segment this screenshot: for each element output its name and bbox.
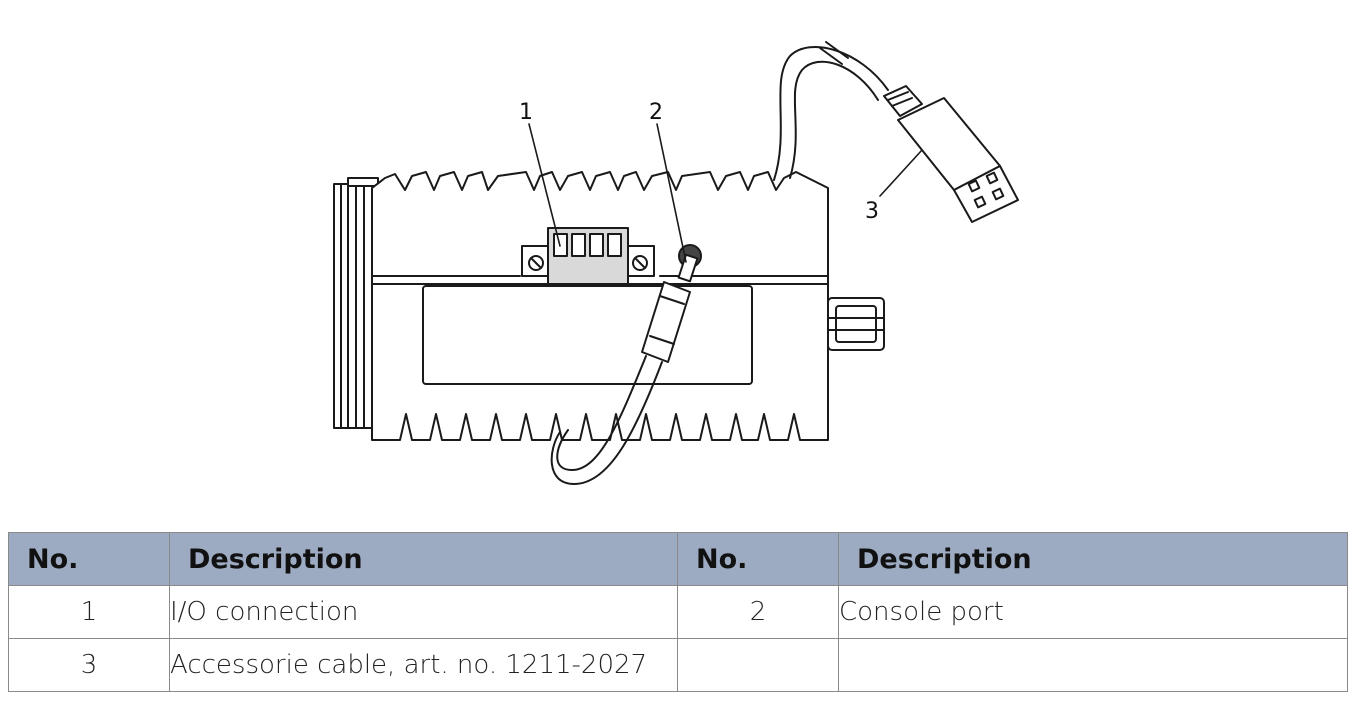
- item-number: [677, 638, 839, 692]
- leader-line-3: [879, 149, 923, 197]
- item-description: [838, 638, 1348, 692]
- item-description: Console port: [838, 585, 1348, 639]
- callout-1: 1: [519, 100, 533, 125]
- leader-line-2: [656, 123, 687, 263]
- item-number: 2: [677, 585, 839, 639]
- leader-line-1: [528, 123, 561, 247]
- callout-2: 2: [649, 100, 663, 125]
- callout-3: 3: [865, 199, 879, 224]
- header-no: No.: [8, 532, 170, 586]
- item-description: Accessorie cable, art. no. 1211-2027: [169, 638, 678, 692]
- left-side-plate: [333, 177, 379, 429]
- table-row: 1 I/O connection 2 Console port: [8, 585, 1348, 639]
- table-header-row: No. Description No. Description: [8, 532, 1348, 586]
- device-connection-diagram: 1 2 3: [333, 41, 1019, 485]
- usb-accessory-cable: [773, 41, 1019, 223]
- header-description: Description: [169, 532, 678, 586]
- device-housing: [371, 171, 829, 441]
- item-number: 1: [8, 585, 170, 639]
- console-cable: [550, 355, 663, 485]
- item-description: I/O connection: [169, 585, 678, 639]
- header-description: Description: [838, 532, 1348, 586]
- header-no: No.: [677, 532, 839, 586]
- legend-table: No. Description No. Description 1 I/O co…: [8, 532, 1348, 692]
- io-terminal-block: [521, 227, 655, 285]
- console-port: [641, 244, 702, 363]
- side-connector: [827, 297, 885, 351]
- table-row: 3 Accessorie cable, art. no. 1211-2027: [8, 638, 1348, 692]
- leader-lines: [528, 123, 923, 263]
- item-number: 3: [8, 638, 170, 692]
